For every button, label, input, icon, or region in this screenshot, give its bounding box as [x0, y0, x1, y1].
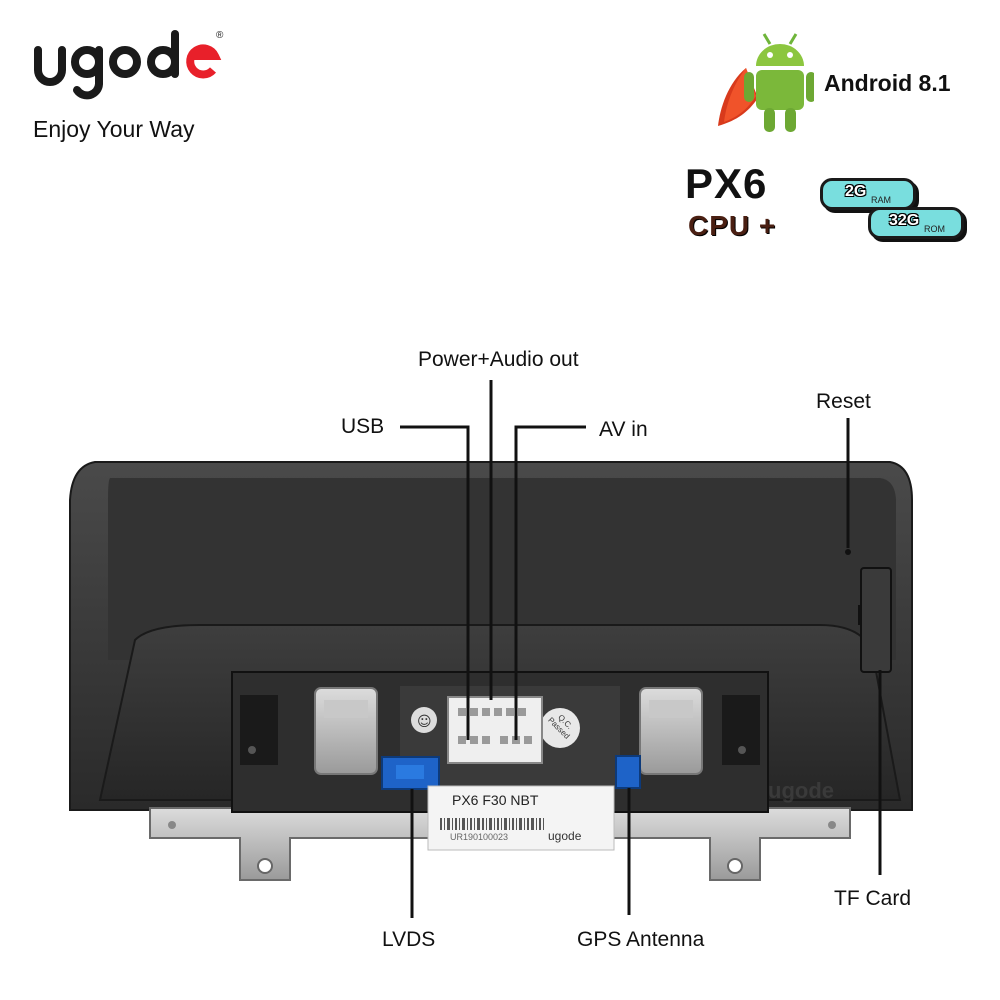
- svg-text:☺: ☺: [417, 714, 432, 730]
- android-mascot-icon: [718, 33, 814, 132]
- rom-label: ROM: [924, 224, 945, 234]
- sticker-brand: ugode: [548, 829, 582, 843]
- label-av-in: AV in: [599, 418, 648, 441]
- label-usb: USB: [341, 415, 385, 438]
- main-harness-connector: [447, 696, 543, 764]
- brand-tagline: Enjoy Your Way: [33, 116, 195, 142]
- ugode-logo: ®: [34, 30, 224, 100]
- ram-size: 2G: [845, 183, 867, 200]
- cpu-label: CPU +: [688, 210, 777, 241]
- gps-connector: [615, 755, 641, 789]
- android-version-label: Android 8.1: [824, 70, 951, 96]
- label-power-audio-out: Power+Audio out: [418, 348, 579, 371]
- watermark: ugode: [768, 778, 834, 803]
- label-gps-antenna: GPS Antenna: [577, 928, 705, 951]
- sticker-model: PX6 F30 NBT: [452, 792, 539, 808]
- rom-size: 32G: [889, 212, 920, 229]
- label-lvds: LVDS: [382, 928, 436, 951]
- ram-label: RAM: [871, 195, 891, 205]
- label-reset: Reset: [816, 390, 871, 413]
- ram-chip: 2G RAM: [820, 178, 916, 210]
- reset-hole: [845, 549, 851, 555]
- sticker-serial: UR190100023: [450, 832, 509, 842]
- tf-card-slot: [860, 567, 892, 673]
- label-tf-card: TF Card: [834, 887, 912, 910]
- registered-mark: ®: [216, 30, 224, 41]
- rom-chip: 32G ROM: [868, 207, 964, 239]
- cpu-model: PX6: [685, 160, 768, 207]
